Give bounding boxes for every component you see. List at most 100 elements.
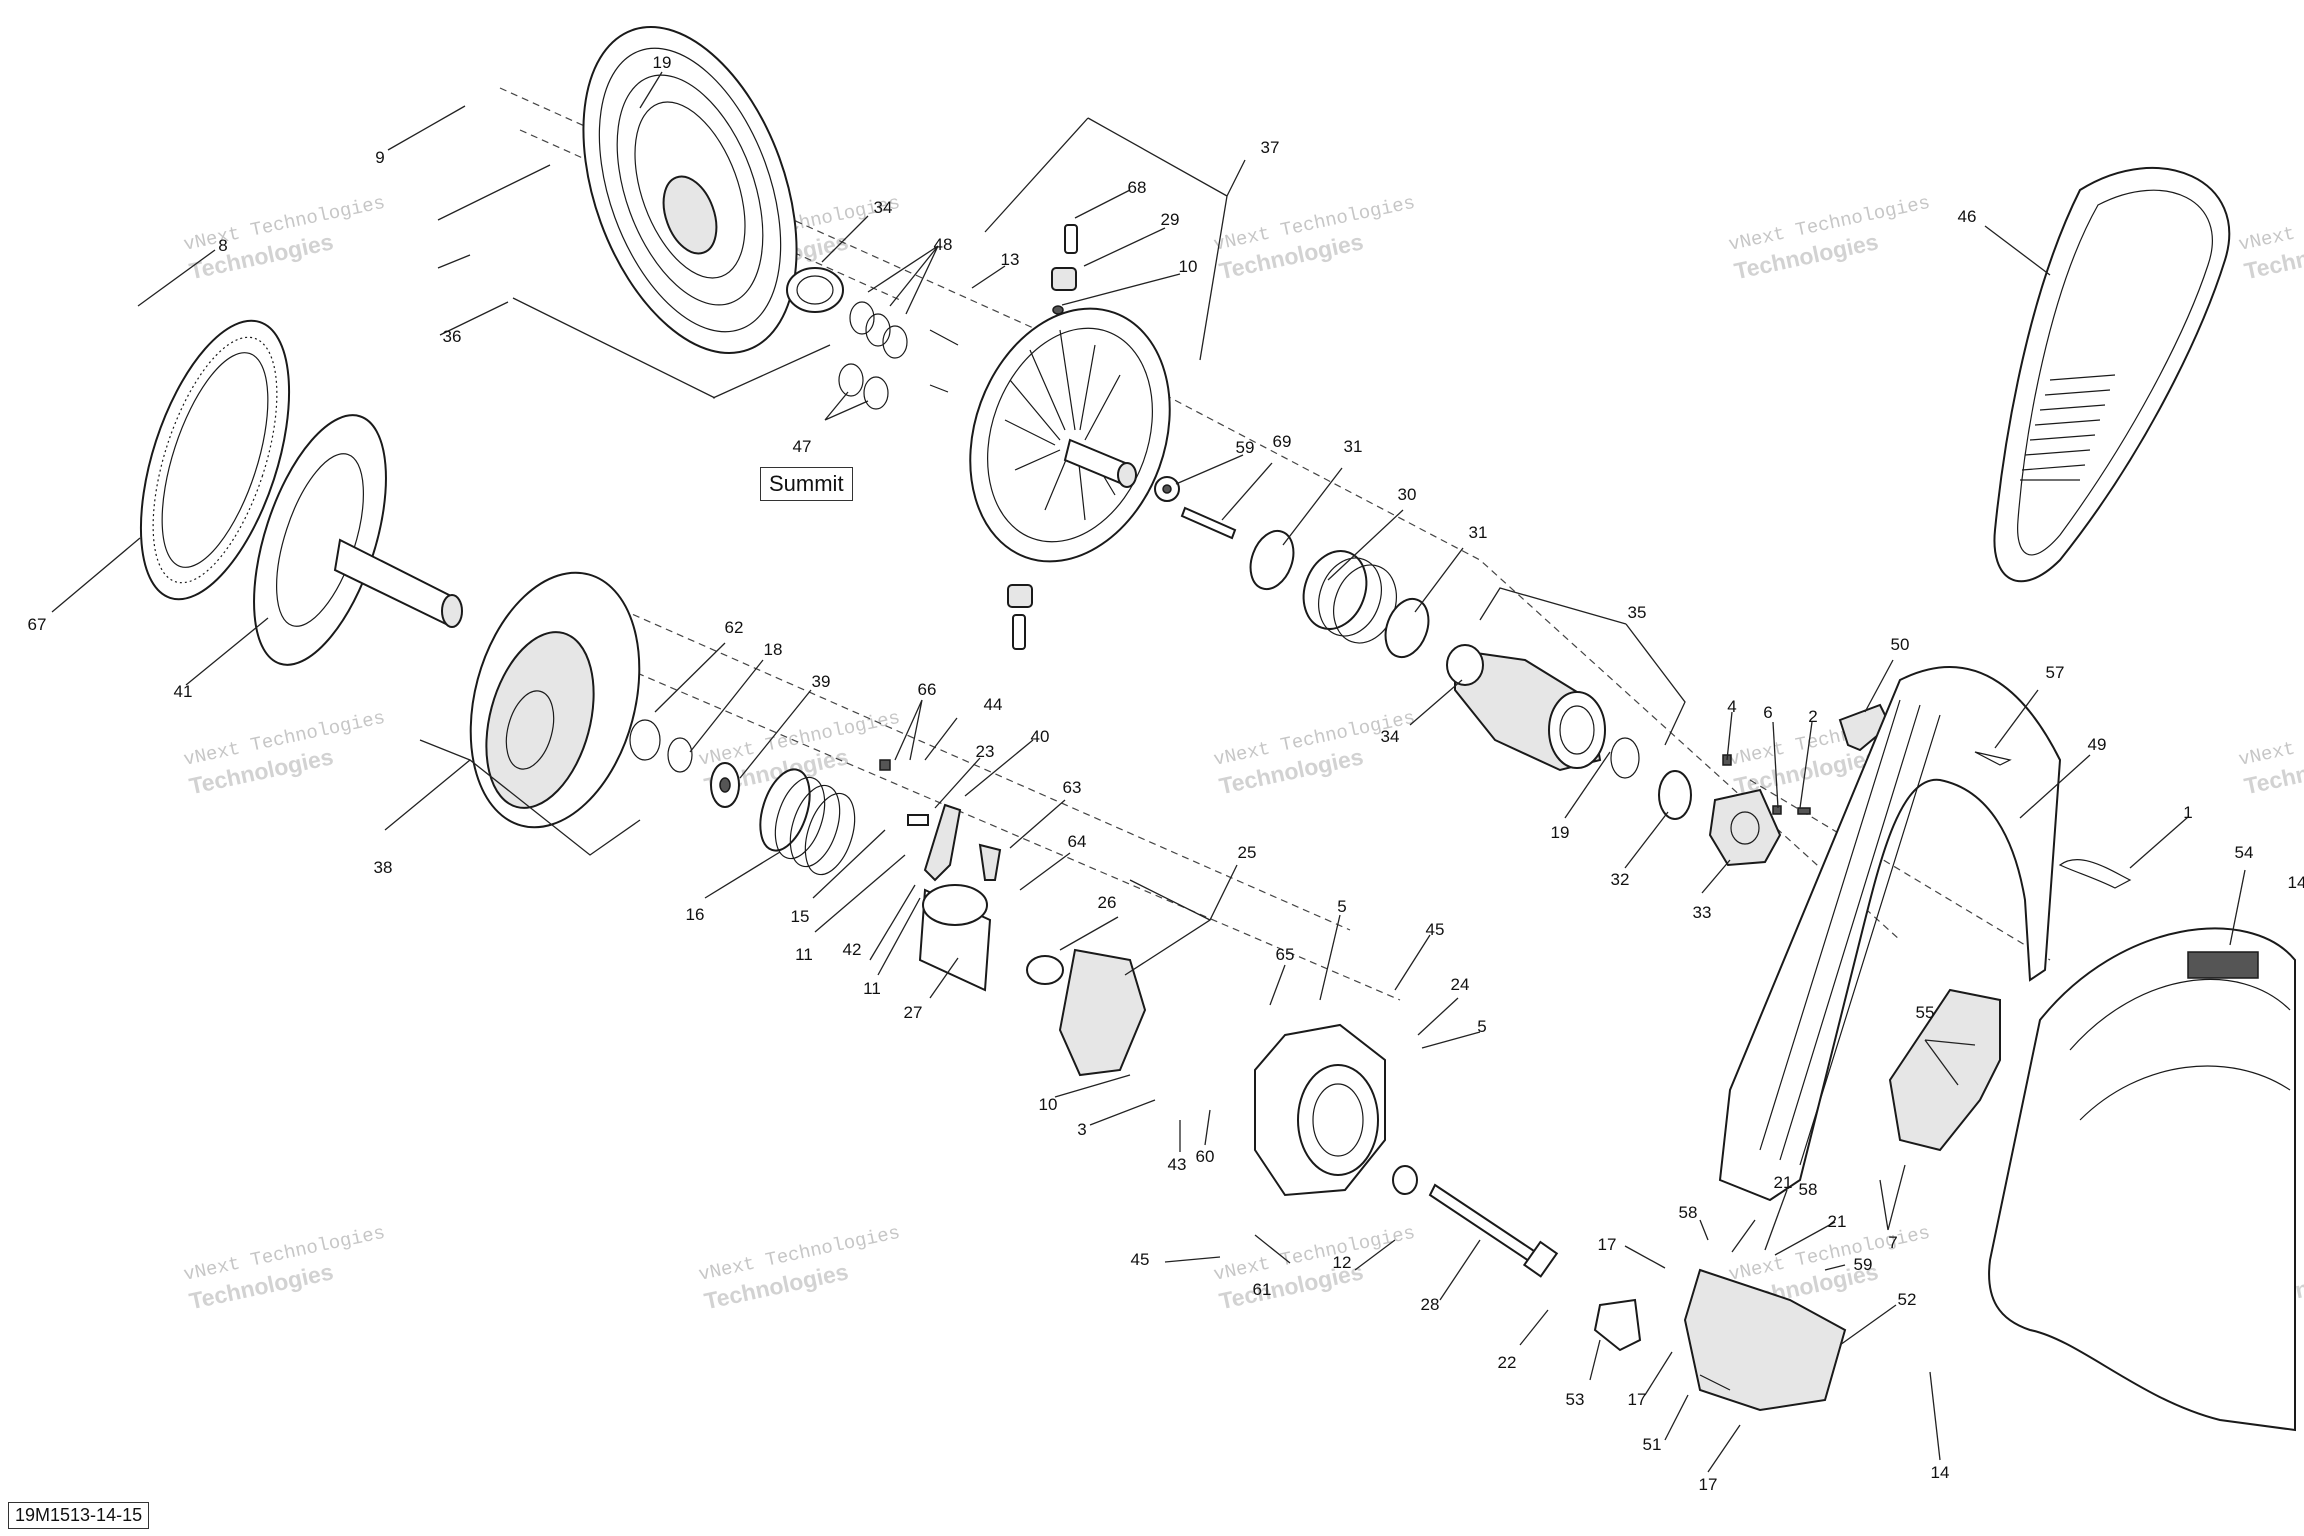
axle-bolt — [1392, 1165, 1559, 1278]
callout-68: 68 — [1128, 178, 1147, 197]
callout-61: 61 — [1253, 1280, 1272, 1299]
cam — [1446, 644, 1692, 820]
callout-43: 43 — [1168, 1155, 1187, 1174]
bushing — [786, 267, 844, 313]
callout-40: 40 — [1031, 727, 1050, 746]
callout-53: 53 — [1566, 1390, 1585, 1409]
callout-58: 58 — [1679, 1203, 1698, 1222]
callout-45: 45 — [1426, 920, 1445, 939]
callout-54: 54 — [2235, 843, 2254, 862]
housing-26 — [918, 884, 1147, 1077]
callout-57: 57 — [2046, 663, 2065, 682]
callout-34: 34 — [874, 198, 893, 217]
callout-17: 17 — [1598, 1235, 1617, 1254]
drive-belt — [1993, 166, 2231, 583]
callout-31: 31 — [1344, 437, 1363, 456]
ring-gear — [139, 319, 291, 601]
callout-60: 60 — [1196, 1147, 1215, 1166]
callout-11: 11 — [795, 945, 813, 964]
callout-59: 59 — [1236, 438, 1255, 457]
part-number-labels: 19 9 36 34 48 47 13 68 29 10 37 46 8 67 … — [28, 53, 2304, 1494]
small-hardware-top — [929, 224, 1078, 650]
callout-13: 13 — [1001, 250, 1020, 269]
callout-3: 3 — [1077, 1120, 1086, 1139]
driven-pulley — [969, 307, 1171, 563]
spring-16 — [629, 719, 856, 876]
callout-30: 30 — [1398, 485, 1417, 504]
callout-65: 65 — [1276, 945, 1295, 964]
callout-7: 7 — [1888, 1233, 1897, 1252]
callout-17: 17 — [1628, 1390, 1647, 1409]
callout-5: 5 — [1337, 897, 1346, 916]
callout-9: 9 — [375, 148, 384, 167]
o-rings — [838, 301, 908, 410]
callout-50: 50 — [1891, 635, 1910, 654]
callout-51: 51 — [1643, 1435, 1662, 1454]
callout-14: 14 — [2288, 873, 2304, 892]
callout-12: 12 — [1333, 1253, 1352, 1272]
callout-10: 10 — [1179, 257, 1198, 276]
callout-49: 49 — [2088, 735, 2107, 754]
callout-37: 37 — [1261, 138, 1280, 157]
callout-25: 25 — [1238, 843, 1257, 862]
callout-46: 46 — [1958, 207, 1977, 226]
bracket-55 — [1888, 988, 2001, 1152]
callout-2: 2 — [1808, 707, 1817, 726]
callout-63: 63 — [1063, 778, 1082, 797]
callout-19: 19 — [653, 53, 672, 72]
callout-5: 5 — [1477, 1017, 1486, 1036]
callout-34: 34 — [1381, 727, 1400, 746]
brake-hub — [1254, 1023, 1386, 1197]
pulley-guard-latch — [1838, 703, 1892, 752]
callout-18: 18 — [764, 640, 783, 659]
callout-33: 33 — [1693, 903, 1712, 922]
leader-lines — [51, 71, 2246, 1473]
callout-14: 14 — [1931, 1463, 1950, 1482]
callout-47: 47 — [793, 437, 812, 456]
callout-64: 64 — [1068, 832, 1087, 851]
callout-16: 16 — [686, 905, 705, 924]
callout-67: 67 — [28, 615, 47, 634]
callout-42: 42 — [843, 940, 862, 959]
spring-assembly — [1249, 529, 1430, 659]
callout-26: 26 — [1098, 893, 1117, 912]
callout-21: 21 — [1774, 1173, 1793, 1192]
callout-28: 28 — [1421, 1295, 1440, 1314]
belt-guard — [1718, 666, 2062, 1202]
callout-39: 39 — [812, 672, 831, 691]
callout-8: 8 — [218, 236, 227, 255]
callout-62: 62 — [725, 618, 744, 637]
lower-brackets — [1593, 1268, 1847, 1412]
callout-66: 66 — [918, 680, 937, 699]
callout-52: 52 — [1898, 1290, 1917, 1309]
callout-69: 69 — [1273, 432, 1292, 451]
callout-58: 58 — [1799, 1180, 1818, 1199]
levers — [879, 759, 1002, 882]
callout-24: 24 — [1451, 975, 1470, 994]
callout-6: 6 — [1763, 703, 1772, 722]
svg-text:vNext Technologies: vNext Technologies — [2237, 707, 2304, 771]
callout-15: 15 — [791, 907, 810, 926]
callout-27: 27 — [904, 1003, 923, 1022]
callout-59: 59 — [1854, 1255, 1873, 1274]
movable-sheave — [253, 414, 463, 666]
variant-label: Summit — [760, 467, 853, 501]
fixed-sheave — [582, 25, 798, 355]
callout-38: 38 — [374, 858, 393, 877]
pin-and-trim — [1974, 751, 2132, 889]
callout-36: 36 — [443, 327, 462, 346]
belt-cover — [1988, 927, 2296, 1432]
callout-17: 17 — [1699, 1475, 1718, 1494]
callout-23: 23 — [976, 742, 995, 761]
washer-bolt-59-69 — [1154, 476, 1237, 540]
callout-22: 22 — [1498, 1353, 1517, 1372]
callout-48: 48 — [934, 235, 953, 254]
